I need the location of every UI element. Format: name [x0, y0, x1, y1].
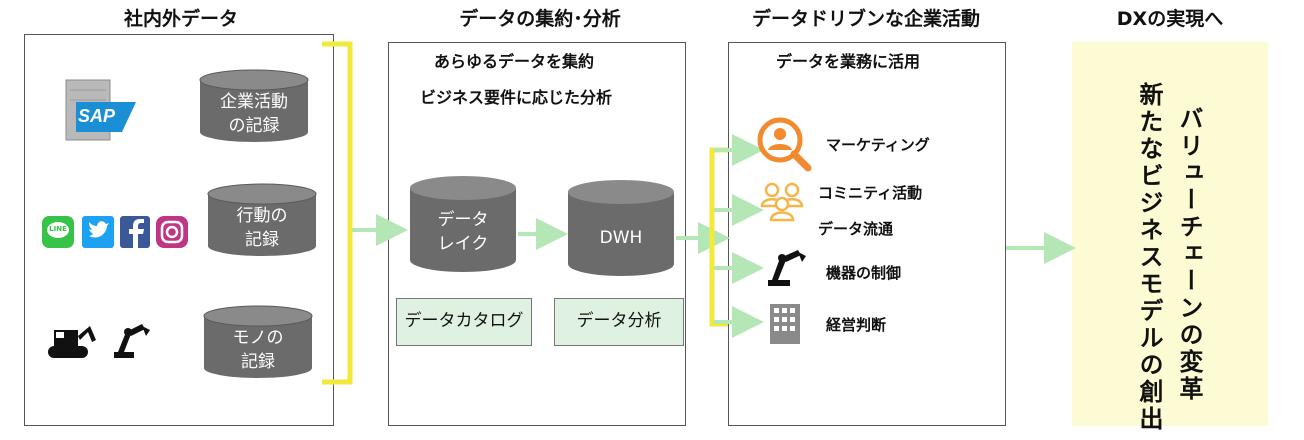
- dx-new-business-model: 新たなビジネスモデルの創出: [1135, 82, 1163, 433]
- activity-bracket: [709, 147, 728, 327]
- data-catalog-box: データカタログ: [396, 298, 532, 346]
- behavior-records-label: 行動の記録: [236, 206, 288, 250]
- excavator-icon: [48, 326, 96, 358]
- instagram-icon: [156, 216, 188, 248]
- business-requirement-analysis-text: ビジネス要件に応じた分析: [420, 88, 613, 107]
- activity-community: コミニティ活動: [818, 184, 923, 202]
- panel-dx: [1072, 42, 1268, 426]
- dwh-label: DWH: [599, 228, 643, 248]
- header-aggregation-analysis: データの集約･分析: [459, 8, 621, 30]
- data-analysis-box: データ分析: [554, 298, 684, 346]
- marketing-magnifier-icon: [757, 117, 812, 172]
- robot-arm-icon-activity: [768, 250, 806, 286]
- aggregate-all-data-text: あらゆるデータを集約: [434, 52, 595, 71]
- activity-management-decision: 経営判断: [826, 316, 887, 334]
- header-dx-realization: DXの実現へ: [1116, 8, 1224, 30]
- data-lake-label: データレイク: [437, 210, 489, 254]
- activity-marketing: マーケティング: [826, 136, 930, 154]
- facebook-icon: [120, 216, 150, 248]
- line-icon: [42, 216, 74, 248]
- header-internal-external-data: 社内外データ: [123, 8, 238, 30]
- robot-arm-icon: [114, 324, 150, 358]
- building-icon: [770, 304, 800, 344]
- sap-logo-text: SAP: [78, 106, 116, 126]
- dx-value-chain-reform: バリューチェーンの変革: [1175, 106, 1203, 403]
- source-bracket: [322, 41, 353, 385]
- header-data-driven-activities: データドリブンな企業活動: [751, 8, 980, 30]
- twitter-icon: [82, 216, 114, 248]
- things-records-label: モノの記録: [232, 328, 284, 372]
- panel-activities: [728, 42, 1006, 426]
- use-data-in-business-title: データを業務に活用: [776, 52, 921, 71]
- community-people-icon: [760, 182, 804, 222]
- sap-server-icon: [65, 79, 136, 141]
- enterprise-records-label: 企業活動の記録: [220, 92, 288, 136]
- line-icon-label: LINE: [49, 225, 67, 233]
- activity-data-distribution: データ流通: [818, 220, 894, 238]
- activity-device-control: 機器の制御: [826, 264, 902, 282]
